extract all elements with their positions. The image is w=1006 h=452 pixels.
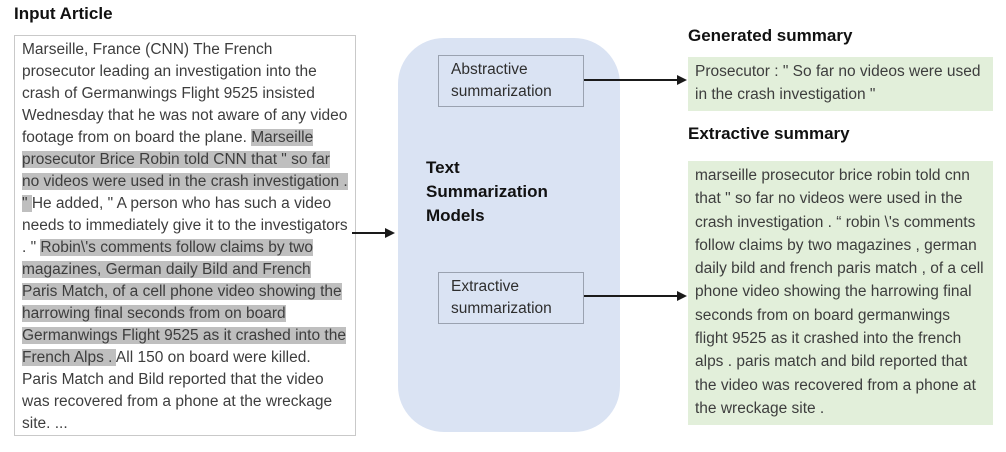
article-text: He added, " A person who has such a vide… xyxy=(22,195,348,256)
extractive-summary-text: marseille prosecutor brice robin told cn… xyxy=(688,161,993,426)
arrow-abstractive-to-generated xyxy=(584,75,687,85)
arrow-extractive-to-summary xyxy=(584,291,687,301)
article-text: All 150 on board were killed. Paris Matc… xyxy=(22,349,333,432)
arrow-input-to-models xyxy=(352,228,395,238)
generated-summary-heading: Generated summary xyxy=(688,26,853,45)
highlighted-article-text: Robin\'s comments follow claims by two m… xyxy=(22,239,346,366)
input-article-heading: Input Article xyxy=(14,4,113,23)
extractive-summarization-box: Extractive summarization xyxy=(438,272,584,324)
article-text: Marseille, France (CNN) The French prose… xyxy=(22,41,348,146)
extractive-summary-heading: Extractive summary xyxy=(688,124,850,143)
abstractive-summarization-box: Abstractive summarization xyxy=(438,55,584,107)
models-box-title: Text Summarization Models xyxy=(426,158,548,225)
input-article-box: Marseille, France (CNN) The French prose… xyxy=(14,35,356,436)
generated-summary-text: Prosecutor : " So far no videos were use… xyxy=(688,57,993,111)
